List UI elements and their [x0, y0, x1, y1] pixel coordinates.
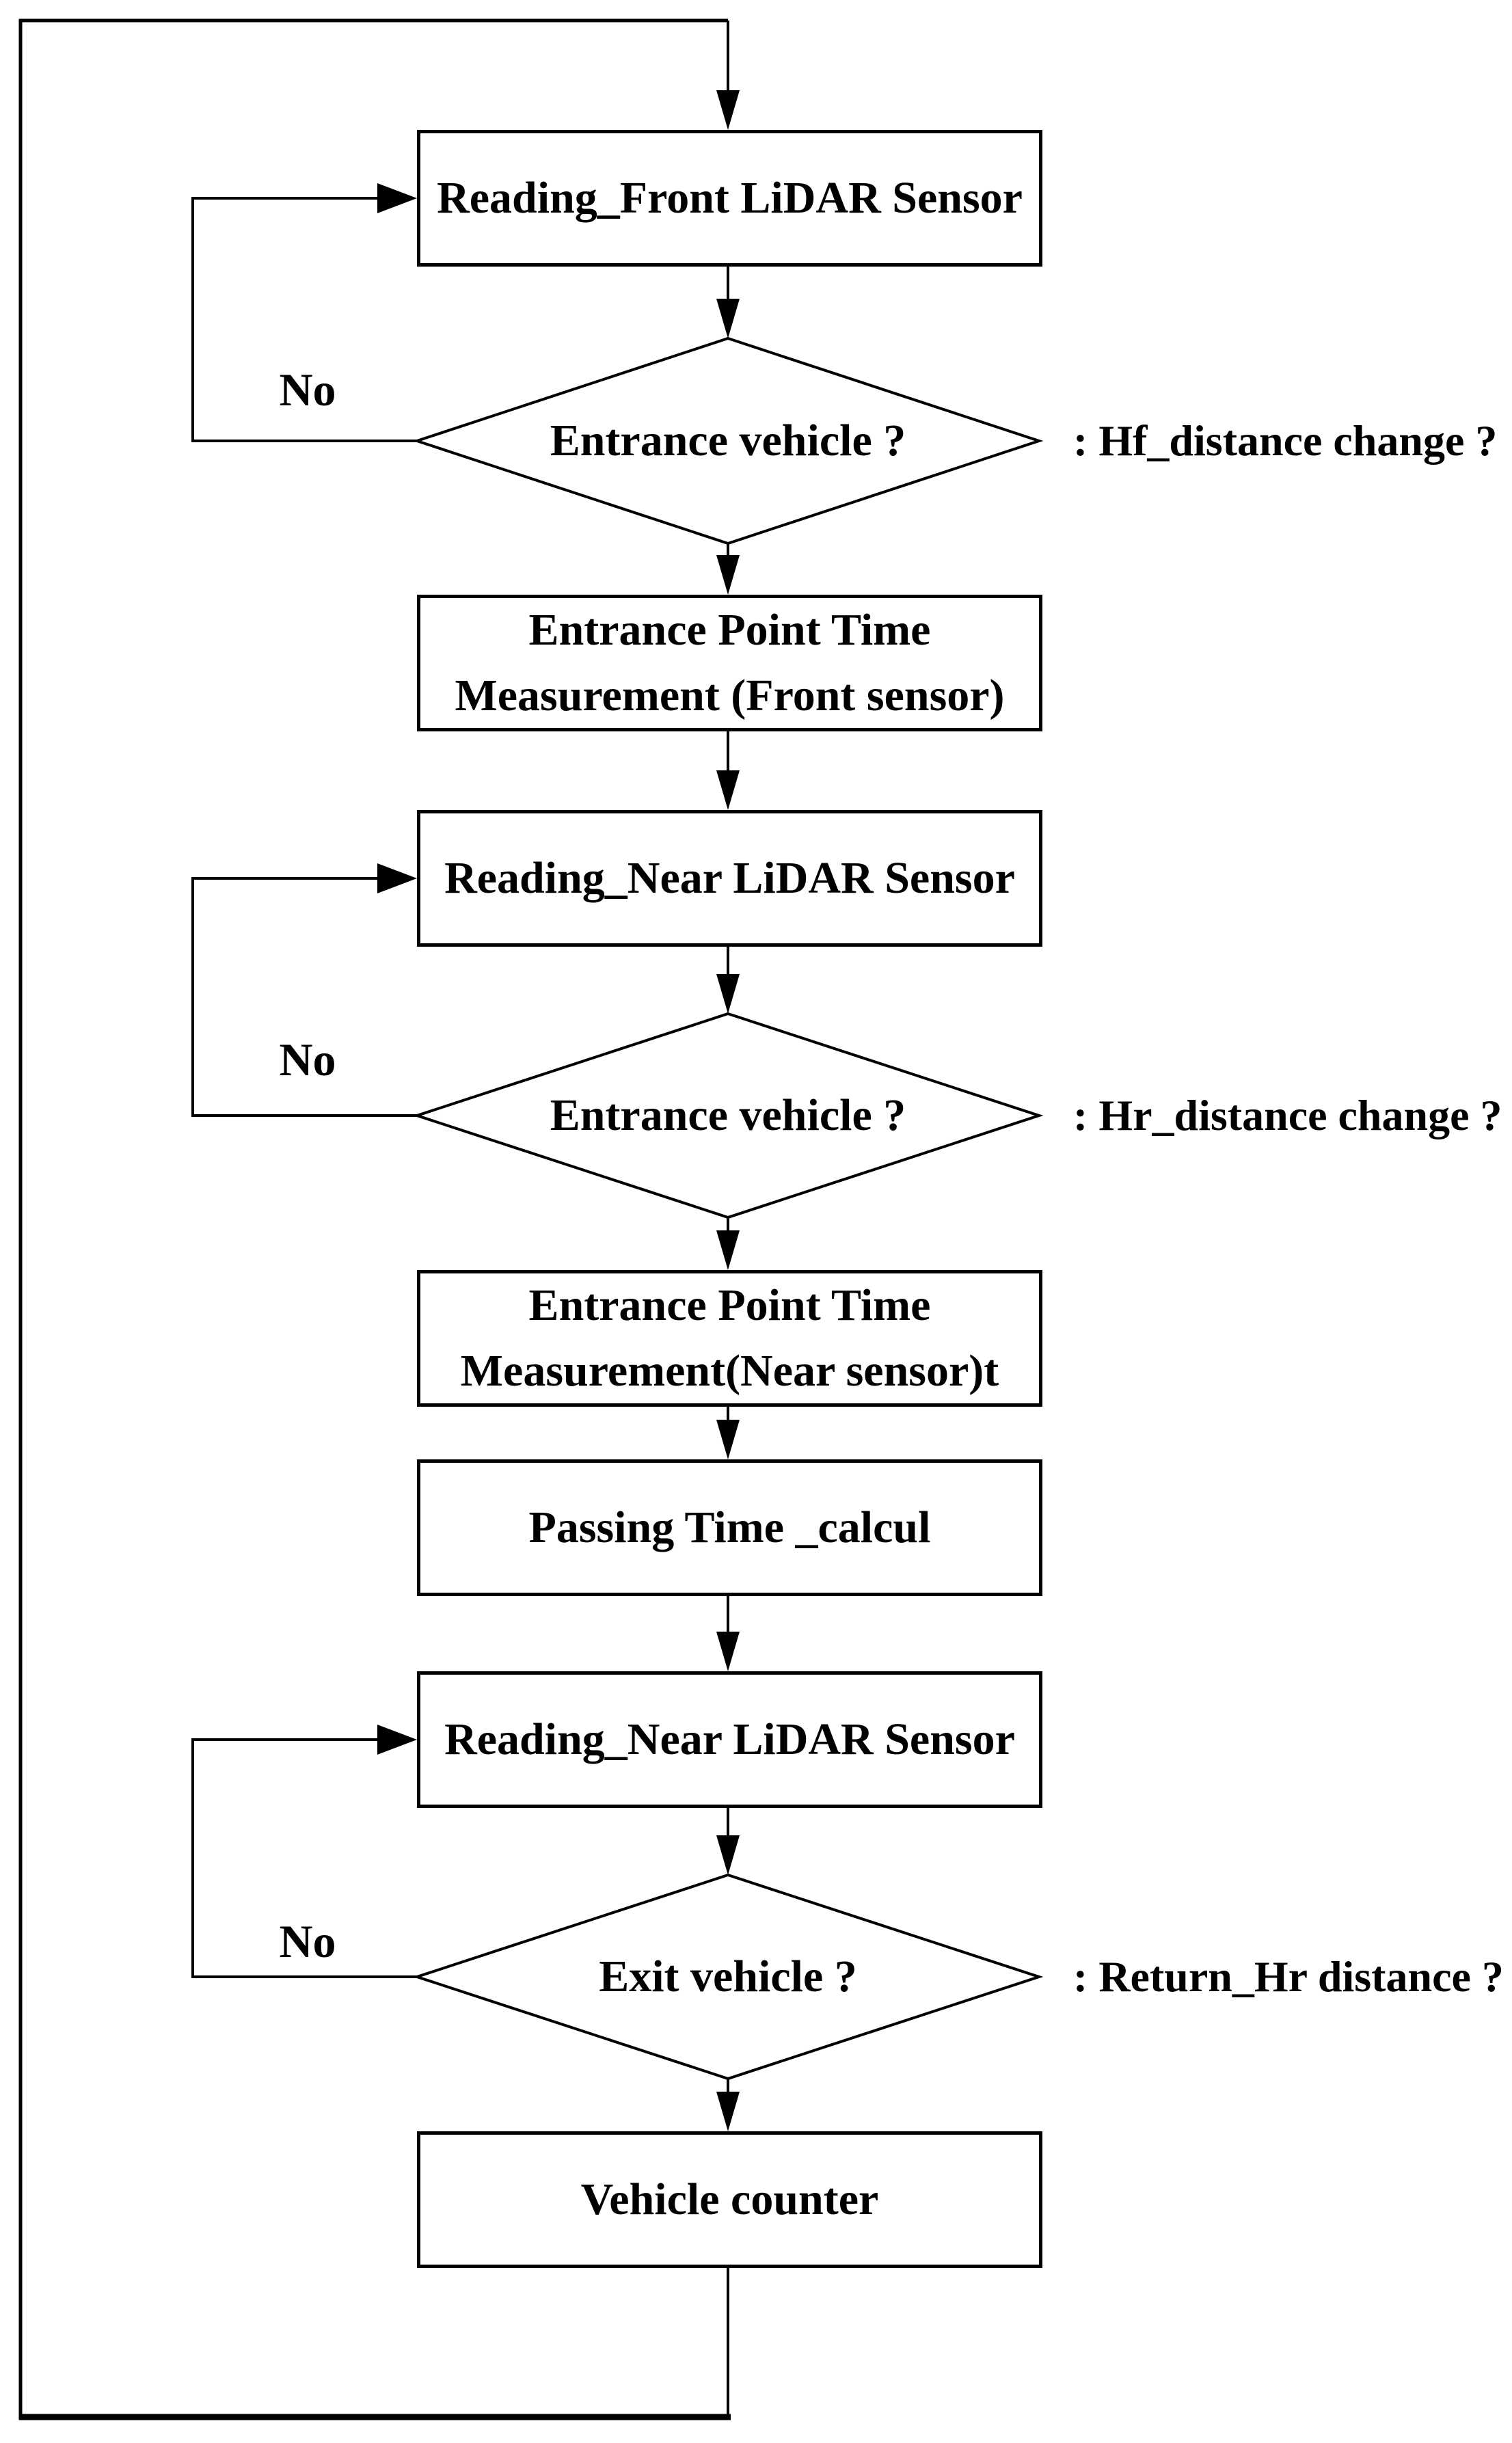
process-box-vehicle-counter: Vehicle counter [417, 2131, 1042, 2268]
decision-label-exit: Exit vehicle ? [599, 1952, 857, 2001]
edge-decision2-to-entrancetime2 [716, 1217, 740, 1270]
edge-readingnear2-to-decision3 [716, 1808, 740, 1875]
process-label: Reading_Near LiDAR Sensor [444, 853, 1015, 903]
edge-decision1-to-entrancetime1 [716, 543, 740, 595]
edge-decision1-no-loop [191, 183, 417, 442]
process-label-line2: Measurement (Front sensor) [455, 671, 1005, 720]
branch-label-no-2: No [279, 1033, 336, 1085]
arrow-right-icon [377, 183, 417, 213]
edge-entrancetime2-to-passingtime [716, 1407, 740, 1459]
branch-label-no-1: No [279, 363, 336, 416]
edge-restart-loop [18, 18, 740, 2420]
annotation-return-hr-distance: : Return_Hr distance ? [1073, 1952, 1504, 2001]
process-label-line2: Measurement(Near sensor)t [460, 1346, 999, 1396]
arrow-down-icon [716, 2092, 740, 2131]
process-label: Reading_Front LiDAR Sensor [437, 173, 1023, 223]
edge-passingtime-to-readingnear2 [716, 1596, 740, 1671]
edge-decision3-to-vehiclecounter [716, 2079, 740, 2131]
process-box-reading-front-lidar: Reading_Front LiDAR Sensor [417, 130, 1042, 267]
edge-decision3-no-loop [191, 1725, 417, 1978]
decision-label-entrance-front: Entrance vehicle ? [550, 416, 906, 465]
edge-decision2-no-loop [191, 863, 417, 1117]
arrow-down-icon [716, 555, 740, 595]
process-label: Vehicle counter [580, 2174, 879, 2224]
arrow-right-icon [377, 863, 417, 893]
arrow-down-icon [716, 1632, 740, 1671]
arrow-down-icon [716, 1420, 740, 1459]
process-label: Passing Time _calcul [528, 1502, 931, 1552]
process-box-passing-time-calc: Passing Time _calcul [417, 1459, 1042, 1596]
process-box-reading-near-lidar-1: Reading_Near LiDAR Sensor [417, 810, 1042, 947]
process-box-entrance-time-front: Entrance Point Time Measurement (Front s… [417, 595, 1042, 731]
arrow-down-icon [716, 974, 740, 1014]
arrow-down-icon [716, 1835, 740, 1875]
arrow-down-icon [716, 90, 740, 130]
arrow-down-icon [716, 1230, 740, 1270]
edge-entrancetime1-to-readingnear1 [716, 731, 740, 810]
arrow-down-icon [716, 770, 740, 810]
edge-readingnear1-to-decision2 [716, 943, 740, 1014]
edge-readingfront-to-decision1 [716, 267, 740, 338]
process-box-entrance-time-near: Entrance Point Time Measurement(Near sen… [417, 1270, 1042, 1407]
process-label-line1: Entrance Point Time [528, 605, 931, 655]
arrow-down-icon [716, 299, 740, 338]
annotation-hf-distance: : Hf_distance change ? [1073, 416, 1498, 465]
branch-label-no-3: No [279, 1915, 336, 1967]
annotation-hr-distance: : Hr_distance change ? [1073, 1091, 1502, 1139]
arrow-right-icon [377, 1725, 417, 1755]
decision-label-entrance-near: Entrance vehicle ? [550, 1090, 906, 1140]
process-box-reading-near-lidar-2: Reading_Near LiDAR Sensor [417, 1671, 1042, 1808]
process-label-line1: Entrance Point Time [528, 1280, 931, 1330]
process-label: Reading_Near LiDAR Sensor [444, 1714, 1015, 1764]
